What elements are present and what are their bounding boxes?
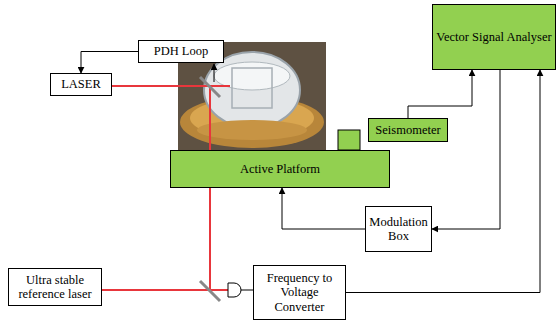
laser-box: LASER (50, 73, 112, 96)
photodetector (228, 283, 241, 297)
laser-box: Ultra stable reference laser (8, 268, 102, 306)
sensor-box: Seismometer (368, 118, 448, 142)
signal-connector (432, 70, 500, 229)
node-label: Modulation Box (366, 215, 431, 244)
node-label: Seismometer (375, 123, 440, 137)
platform-box: Active Platform (170, 150, 390, 188)
node-label: Active Platform (240, 162, 320, 176)
node-label: PDH Loop (154, 44, 209, 58)
beam-splitter (200, 281, 220, 301)
instrument-box: Vector Signal Analyser (432, 4, 556, 70)
pdh-signal-line (214, 64, 215, 82)
node-label: Vector Signal Analyser (436, 30, 551, 44)
process-box: Frequency to Voltage Converter (253, 265, 346, 320)
beam-splitter (200, 77, 220, 97)
signal-connector (408, 70, 472, 118)
node-label: LASER (61, 77, 101, 91)
detector-wire (241, 290, 253, 291)
process-box: Modulation Box (365, 206, 432, 252)
node-label: Frequency to Voltage Converter (254, 271, 345, 314)
laser-beams (96, 86, 230, 290)
process-box: PDH Loop (138, 40, 224, 63)
node-label: Ultra stable reference laser (9, 273, 101, 302)
seismometer-block (338, 130, 360, 150)
signal-connector (81, 52, 138, 74)
signal-connector (282, 188, 365, 229)
